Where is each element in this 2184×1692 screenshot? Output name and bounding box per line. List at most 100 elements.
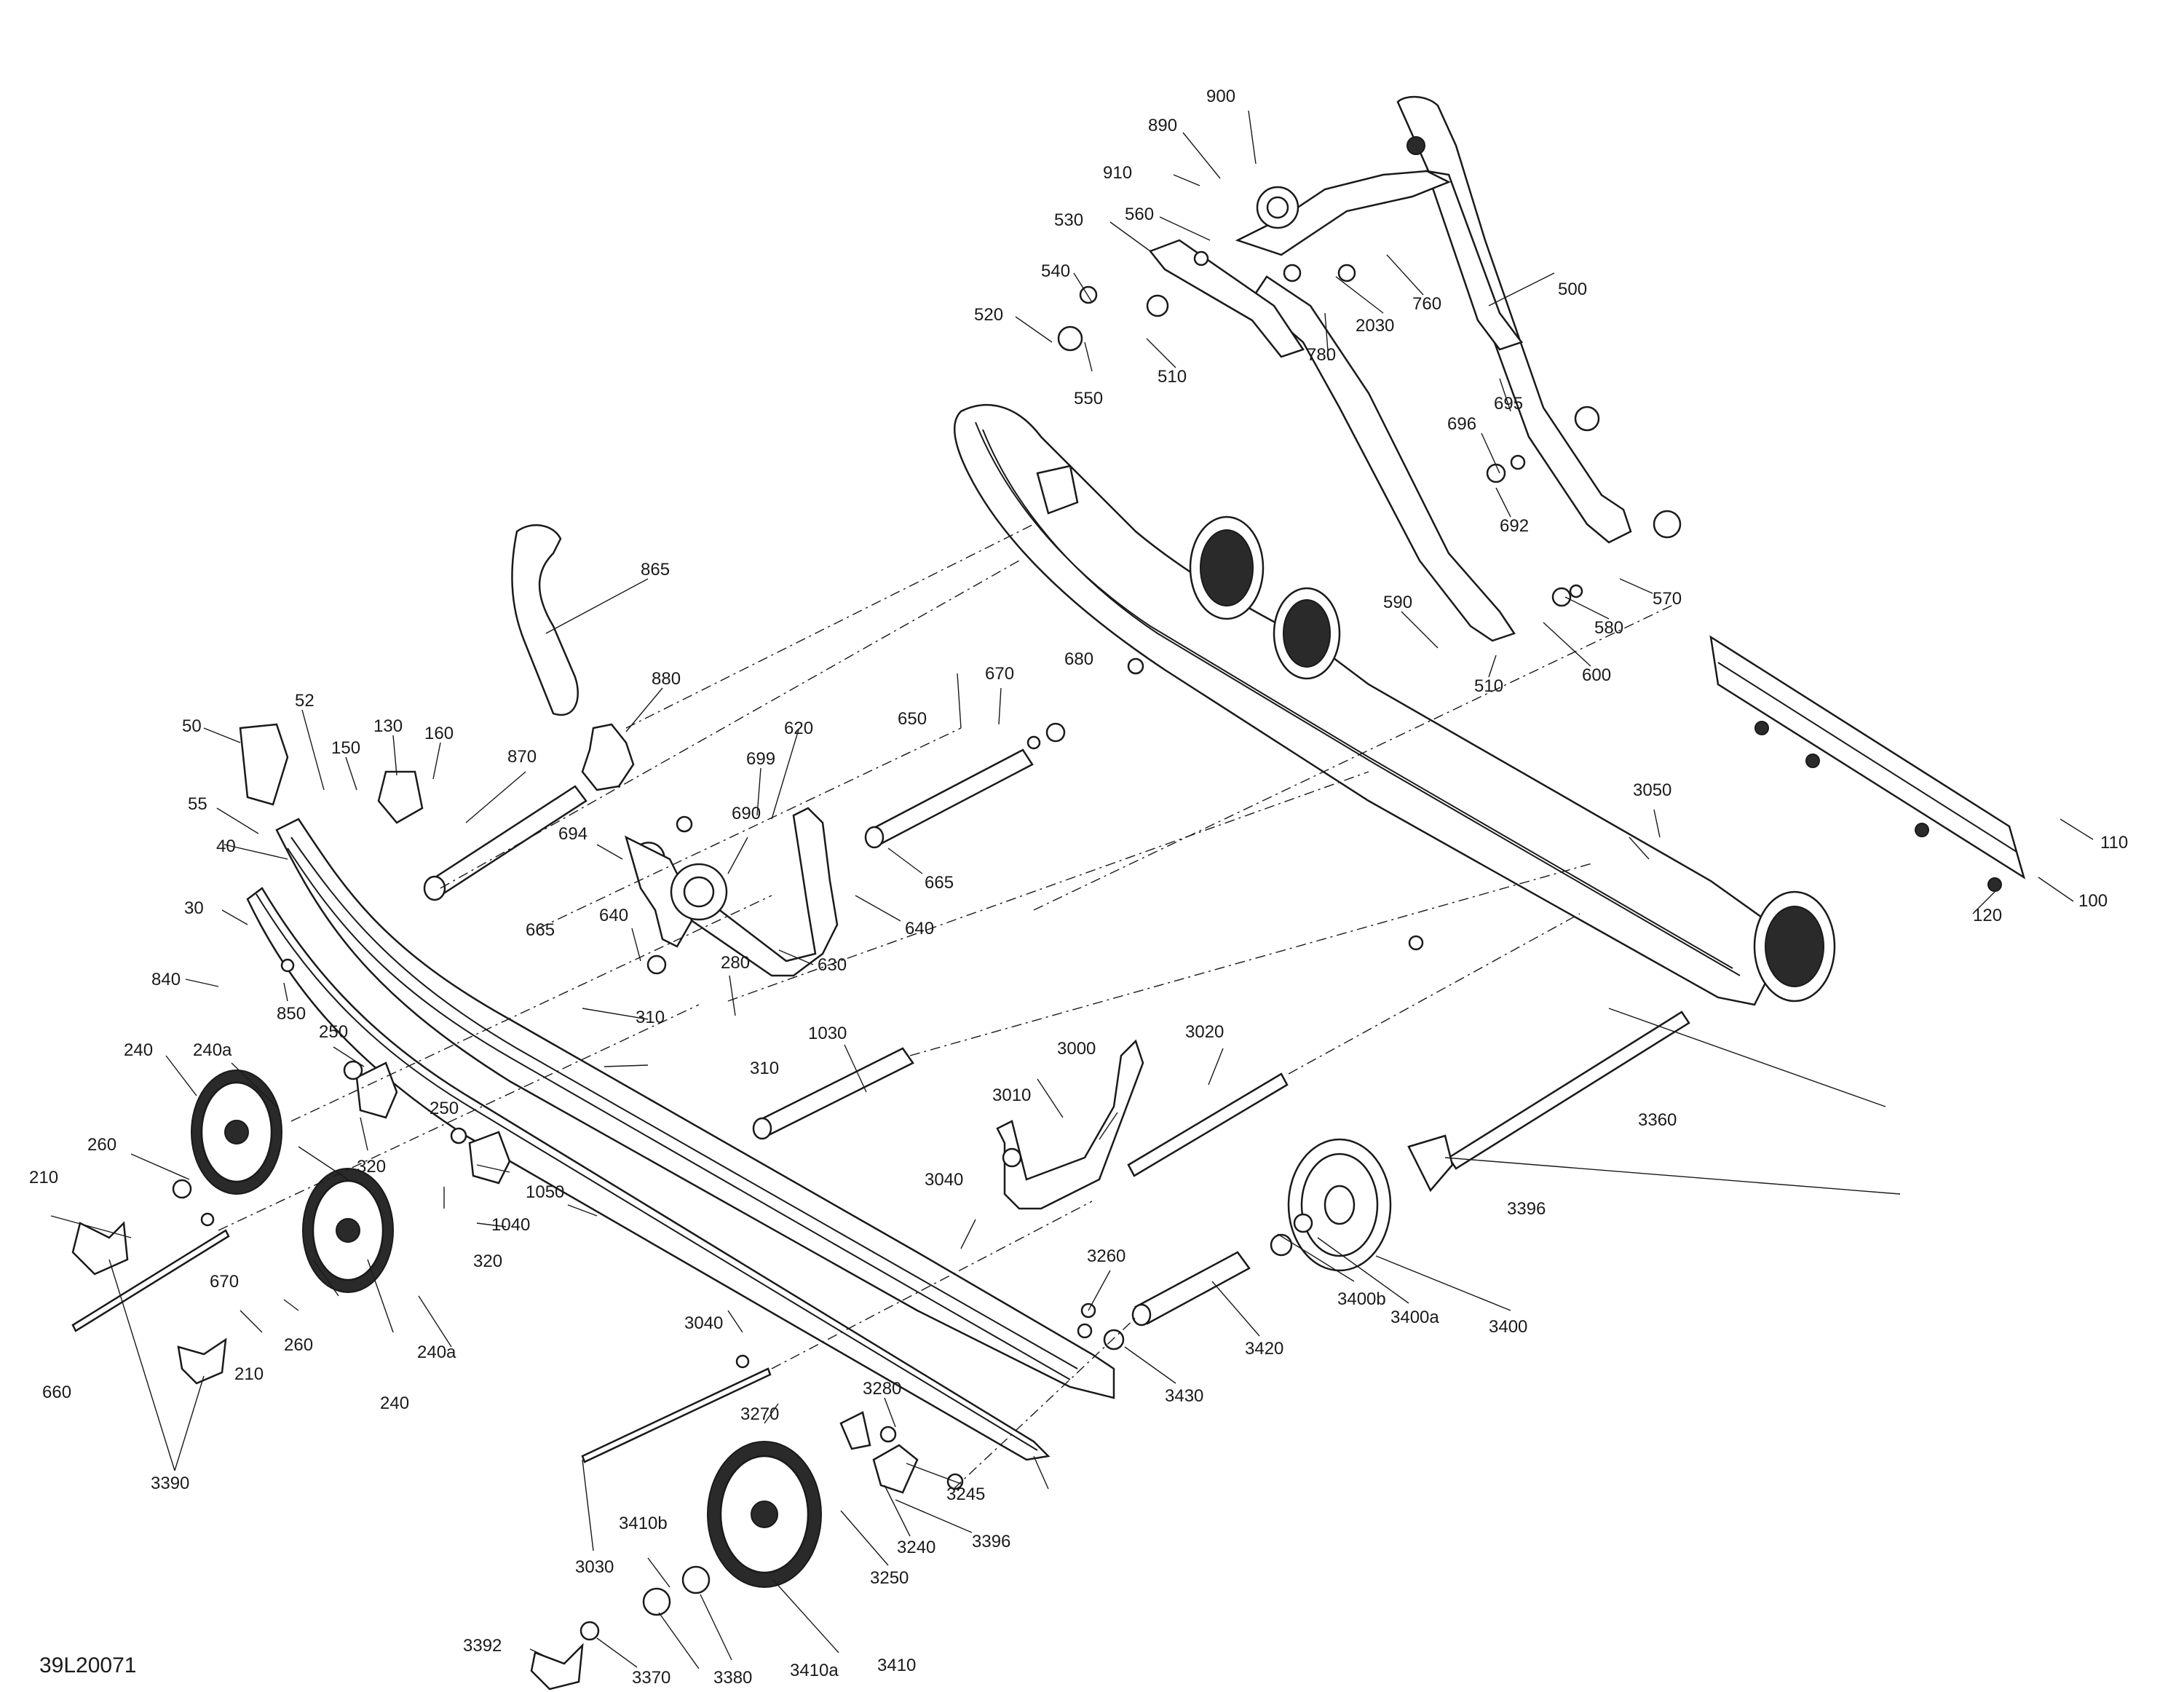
callout-500: 500 — [1558, 280, 1587, 299]
callout-760: 760 — [1412, 294, 1441, 314]
callout-3370: 3370 — [632, 1668, 670, 1688]
callout-3040-right: 3040 — [925, 1170, 963, 1190]
callout-580: 580 — [1594, 618, 1623, 638]
callout-3000: 3000 — [1057, 1039, 1096, 1059]
callout-865: 865 — [641, 560, 670, 580]
callout-240a-lower: 240a — [417, 1343, 456, 1362]
wheel-240-upper — [191, 1070, 282, 1195]
callout-320-upper: 320 — [357, 1157, 386, 1177]
callout-3050: 3050 — [1633, 780, 1671, 800]
front-arm-parts — [511, 524, 1144, 1210]
callout-665-right: 665 — [925, 873, 954, 893]
callout-670-top: 670 — [985, 664, 1014, 684]
callout-640-right: 640 — [905, 919, 934, 938]
stopper-bar — [1709, 635, 2026, 892]
callout-3280: 3280 — [863, 1379, 901, 1399]
callout-3400b: 3400b — [1337, 1289, 1386, 1309]
callout-692: 692 — [1500, 516, 1529, 536]
callout-3396-lower: 3396 — [972, 1532, 1010, 1551]
callout-660: 660 — [42, 1383, 71, 1402]
callout-510-bottom: 510 — [1474, 676, 1503, 696]
callout-3250: 3250 — [870, 1568, 909, 1588]
callout-280: 280 — [721, 953, 750, 973]
callout-210-upper: 210 — [29, 1168, 58, 1187]
callout-670-lower: 670 — [210, 1272, 239, 1292]
callout-3270: 3270 — [740, 1404, 779, 1424]
callout-3420: 3420 — [1245, 1339, 1283, 1359]
callout-550: 550 — [1074, 389, 1103, 408]
callout-250-upper: 250 — [319, 1022, 348, 1042]
callout-240-upper: 240 — [124, 1040, 153, 1060]
callout-3400: 3400 — [1489, 1317, 1527, 1337]
callout-1040: 1040 — [491, 1215, 530, 1235]
callout-110: 110 — [2100, 833, 2128, 853]
callout-120: 120 — [1973, 906, 2002, 925]
callout-1050: 1050 — [526, 1182, 564, 1202]
callout-590: 590 — [1383, 593, 1412, 612]
callout-3410a: 3410a — [790, 1661, 839, 1680]
callout-3245: 3245 — [946, 1485, 985, 1504]
wheels — [191, 515, 1836, 1588]
callout-260-upper: 260 — [87, 1135, 116, 1155]
callout-510-top: 510 — [1158, 367, 1187, 387]
callout-699: 699 — [746, 749, 775, 769]
callout-2030: 2030 — [1356, 316, 1394, 336]
callout-130: 130 — [373, 716, 403, 736]
callout-320-lower: 320 — [473, 1252, 502, 1271]
callout-850: 850 — [277, 1004, 306, 1024]
callout-3360: 3360 — [1638, 1110, 1677, 1130]
callout-3430: 3430 — [1165, 1386, 1203, 1406]
callout-650: 650 — [898, 709, 927, 729]
callout-600: 600 — [1582, 665, 1611, 685]
callout-3030: 3030 — [575, 1557, 614, 1577]
callout-160: 160 — [424, 724, 454, 743]
callout-30: 30 — [184, 898, 204, 918]
mid-wheels-right — [1189, 515, 1341, 680]
callout-520: 520 — [974, 305, 1003, 325]
callout-3410b: 3410b — [619, 1514, 668, 1533]
callout-3010: 3010 — [992, 1086, 1031, 1105]
callout-900: 900 — [1206, 87, 1235, 106]
callout-780: 780 — [1307, 345, 1336, 365]
rear-wheel-right — [1753, 890, 1836, 1003]
callout-640-left: 640 — [599, 906, 628, 925]
callout-840: 840 — [151, 970, 181, 989]
callout-240-lower: 240 — [380, 1393, 409, 1413]
callout-210-lower: 210 — [234, 1364, 264, 1384]
callout-695: 695 — [1494, 394, 1523, 414]
callout-620: 620 — [784, 719, 813, 738]
callout-3392: 3392 — [463, 1636, 502, 1656]
callout-910: 910 — [1103, 163, 1132, 183]
callout-40: 40 — [216, 837, 236, 856]
callout-665-left: 665 — [526, 920, 555, 940]
callout-694: 694 — [558, 824, 587, 844]
assembly-centerlines — [218, 523, 1675, 1490]
callout-890: 890 — [1148, 116, 1177, 135]
callout-3400a: 3400a — [1390, 1308, 1439, 1327]
callout-880: 880 — [652, 669, 681, 689]
callout-3410: 3410 — [877, 1656, 916, 1675]
callout-3240: 3240 — [897, 1538, 935, 1557]
callout-3390: 3390 — [151, 1474, 189, 1493]
callout-690: 690 — [732, 804, 761, 823]
callout-100: 100 — [2078, 891, 2108, 911]
callout-630: 630 — [818, 955, 847, 975]
callout-52: 52 — [295, 691, 314, 711]
wheel-3400 — [1287, 1138, 1392, 1272]
callout-310-lower: 310 — [750, 1059, 779, 1078]
callout-3396-right: 3396 — [1507, 1199, 1546, 1219]
callout-310-upper: 310 — [636, 1008, 665, 1027]
callout-3260: 3260 — [1087, 1246, 1125, 1266]
callout-240a-upper: 240a — [193, 1040, 232, 1060]
callout-260-lower: 260 — [284, 1335, 313, 1355]
rear-arm-assembly — [1148, 95, 1682, 642]
callout-250-lower: 250 — [430, 1099, 459, 1118]
callout-3040-lower: 3040 — [684, 1313, 723, 1333]
callout-530: 530 — [1054, 210, 1083, 230]
wheel-240-lower — [302, 1168, 394, 1293]
callout-680: 680 — [1064, 649, 1093, 669]
callout-560: 560 — [1125, 205, 1154, 224]
shafts — [71, 748, 1690, 1463]
callout-570: 570 — [1653, 589, 1682, 609]
